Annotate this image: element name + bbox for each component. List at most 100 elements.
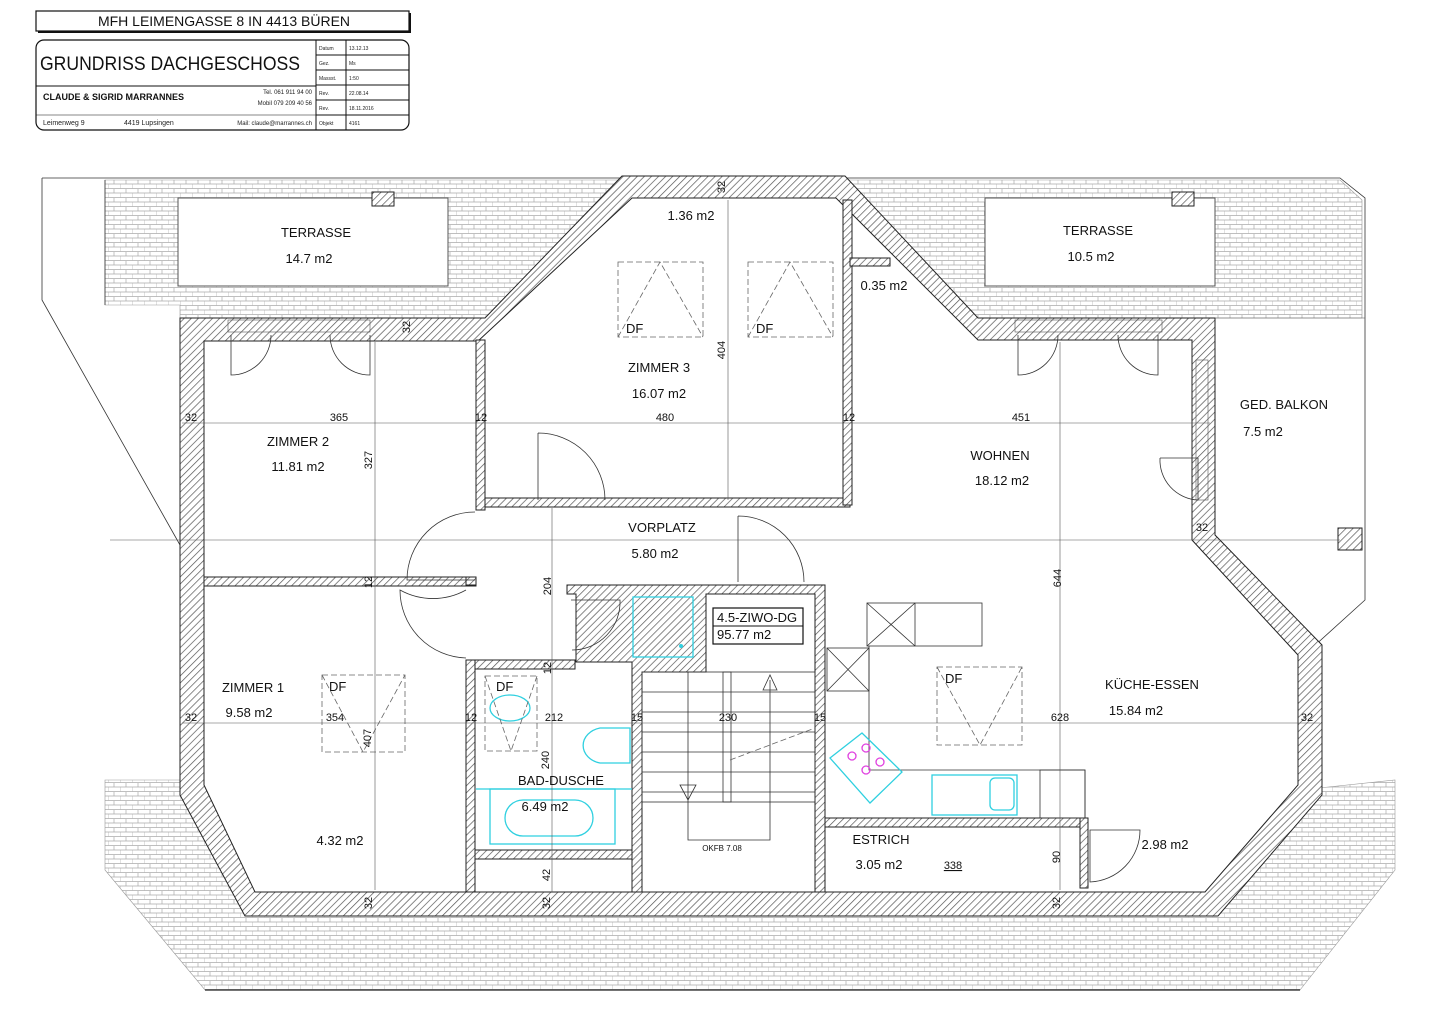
dimension: 354	[326, 712, 344, 724]
dimension: 15	[631, 712, 643, 724]
dimension: 12	[542, 662, 554, 674]
meta-value: 13.12.13	[349, 46, 369, 52]
skylight-label: DF	[945, 671, 962, 686]
room-name: ZIMMER 1	[222, 680, 284, 695]
meta-key: Massst.	[319, 76, 336, 82]
room-area: 14.7 m2	[286, 251, 333, 266]
meta-key: Gez.	[319, 61, 330, 67]
dimension: 407	[362, 729, 374, 747]
room-name: ZIMMER 3	[628, 360, 690, 375]
client-name: CLAUDE & SIGRID MARRANNES	[43, 92, 184, 102]
room-name: ZIMMER 2	[267, 434, 329, 449]
project-title-box: MFH LEIMENGASSE 8 IN 4413 BÜREN	[35, 10, 411, 33]
room-name: TERRASSE	[281, 225, 351, 240]
unit-area: 95.77 m2	[717, 627, 771, 642]
dimension: 230	[719, 712, 737, 724]
drawing-title: GRUNDRISS DACHGESCHOSS	[40, 54, 300, 75]
client-phone: Tel. 061 911 94 00	[263, 90, 313, 96]
room-name: GED. BALKON	[1240, 397, 1328, 412]
kitchen-sink-icon	[931, 774, 1018, 816]
skylights	[321, 261, 1023, 753]
room-area: 16.07 m2	[632, 386, 686, 401]
chimney	[371, 191, 395, 207]
room-area: 7.5 m2	[1243, 424, 1283, 439]
client-mail: Mail: claude@marrannes.ch	[237, 121, 312, 127]
dimension-lines	[110, 200, 1340, 892]
terrace-right	[984, 197, 1216, 287]
room-name: BAD-DUSCHE	[518, 773, 604, 788]
dimension: 12	[465, 712, 477, 724]
client-city: 4419 Lupsingen	[124, 120, 174, 127]
dimension: 32	[1196, 522, 1208, 534]
room-name: KÜCHE-ESSEN	[1105, 677, 1199, 692]
roof-outline	[41, 177, 1366, 649]
room-name: VORPLATZ	[628, 520, 696, 535]
sanitary-fixtures	[476, 596, 694, 845]
dimension: 32	[363, 897, 375, 909]
room-area: 2.98 m2	[1142, 837, 1189, 852]
dimension: 338	[944, 860, 962, 872]
room-area: 18.12 m2	[975, 473, 1029, 488]
dimension: 628	[1051, 712, 1069, 724]
room-area: 4.32 m2	[317, 833, 364, 848]
skylight-label: DF	[626, 321, 643, 336]
meta-key: Objekt	[319, 121, 334, 127]
outer-wall	[179, 175, 1323, 917]
skylight-label: DF	[329, 679, 346, 694]
dimension: 644	[1052, 569, 1064, 587]
windows	[227, 317, 1365, 501]
dimension: 32	[185, 412, 197, 424]
terrace-left	[177, 197, 449, 287]
dimension: 32	[185, 712, 197, 724]
dimension: 204	[542, 577, 554, 595]
dimension: 32	[1051, 897, 1063, 909]
stair-level-label: OKFB 7.08	[702, 844, 742, 853]
room-name: ESTRICH	[852, 832, 909, 847]
meta-value: 1:50	[349, 76, 359, 82]
dimension: 12	[363, 576, 375, 588]
room-name: TERRASSE	[1063, 223, 1133, 238]
room-area: 0.35 m2	[861, 278, 908, 293]
interior-walls	[203, 199, 1363, 893]
chimney	[1171, 191, 1195, 207]
meta-value: Ms	[349, 61, 356, 67]
meta-value: 4161	[349, 121, 360, 127]
stove-icon	[829, 732, 903, 804]
dimension: 32	[716, 181, 728, 193]
room-area: 15.84 m2	[1109, 703, 1163, 718]
room-area: 10.5 m2	[1068, 249, 1115, 264]
dimension: 212	[545, 712, 563, 724]
project-title: MFH LEIMENGASSE 8 IN 4413 BÜREN	[98, 12, 350, 29]
doors	[230, 334, 1199, 883]
sink-icon	[582, 727, 631, 764]
dimension: 404	[716, 341, 728, 359]
stair-void	[826, 602, 1086, 818]
dimension: 90	[1051, 851, 1063, 863]
dimension: 12	[843, 412, 855, 424]
room-area: 5.80 m2	[632, 546, 679, 561]
meta-value: 22.08.14	[349, 91, 369, 97]
dimension: 480	[656, 412, 674, 424]
dimension: 32	[1301, 712, 1313, 724]
dimension: 15	[814, 712, 826, 724]
meta-key: Rev.	[319, 106, 329, 112]
title-block: GRUNDRISS DACHGESCHOSS CLAUDE & SIGRID M…	[35, 39, 410, 131]
room-area: 11.81 m2	[271, 459, 324, 474]
toilet-icon	[489, 694, 531, 722]
meta-value: 18.11.2016	[349, 106, 374, 112]
room-area: 3.05 m2	[856, 857, 903, 872]
room-name: WOHNEN	[970, 448, 1029, 463]
kitchen-fixtures	[829, 732, 1086, 819]
dimension: 451	[1012, 412, 1030, 424]
dimension: 42	[541, 869, 553, 881]
dimension: 12	[475, 412, 487, 424]
room-area: 6.49 m2	[522, 799, 569, 814]
dimension: 327	[363, 451, 375, 469]
client-street: Leimenweg 9	[43, 120, 85, 127]
client-mobile: Mobil 079 209 40 56	[258, 101, 313, 107]
dimension: 365	[330, 412, 348, 424]
dimension: 32	[401, 321, 413, 333]
skylight-label: DF	[496, 679, 513, 694]
room-area: 1.36 m2	[668, 208, 715, 223]
